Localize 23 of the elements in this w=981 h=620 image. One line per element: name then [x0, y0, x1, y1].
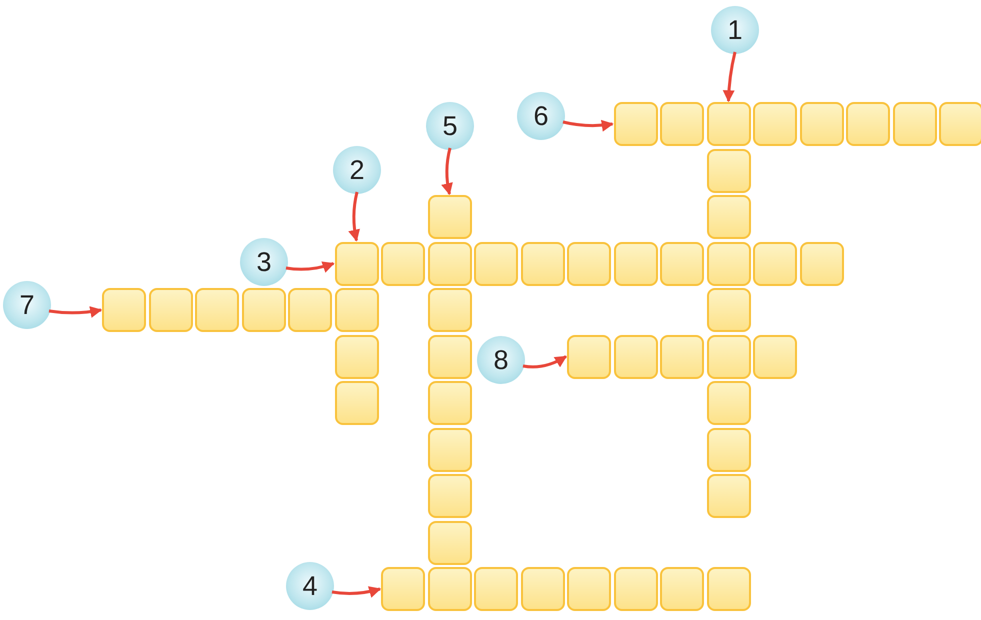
arrow: [332, 586, 382, 598]
arrow: [722, 52, 736, 102]
number-circle: 8: [477, 336, 525, 384]
crossword-cell: [334, 242, 378, 286]
number-circle: 4: [286, 562, 334, 610]
crossword-cell: [428, 195, 472, 239]
arrow: [562, 120, 614, 132]
arrow: [522, 355, 568, 368]
arrow: [348, 192, 360, 242]
number-circle: 5: [426, 102, 474, 150]
number-circle: 6: [517, 92, 565, 140]
crossword-cell: [102, 288, 146, 332]
arrow: [48, 306, 102, 318]
crossword-cell: [706, 102, 750, 146]
number-circle: 7: [3, 281, 51, 329]
crossword-cell: [567, 334, 611, 378]
crossword-cell: [381, 567, 425, 611]
number-circle: 3: [240, 238, 288, 286]
crossword-cell: [614, 102, 658, 146]
arrow: [286, 261, 335, 273]
number-circle: 2: [333, 146, 381, 194]
arrow: [441, 148, 454, 196]
number-circle: 1: [711, 6, 759, 54]
